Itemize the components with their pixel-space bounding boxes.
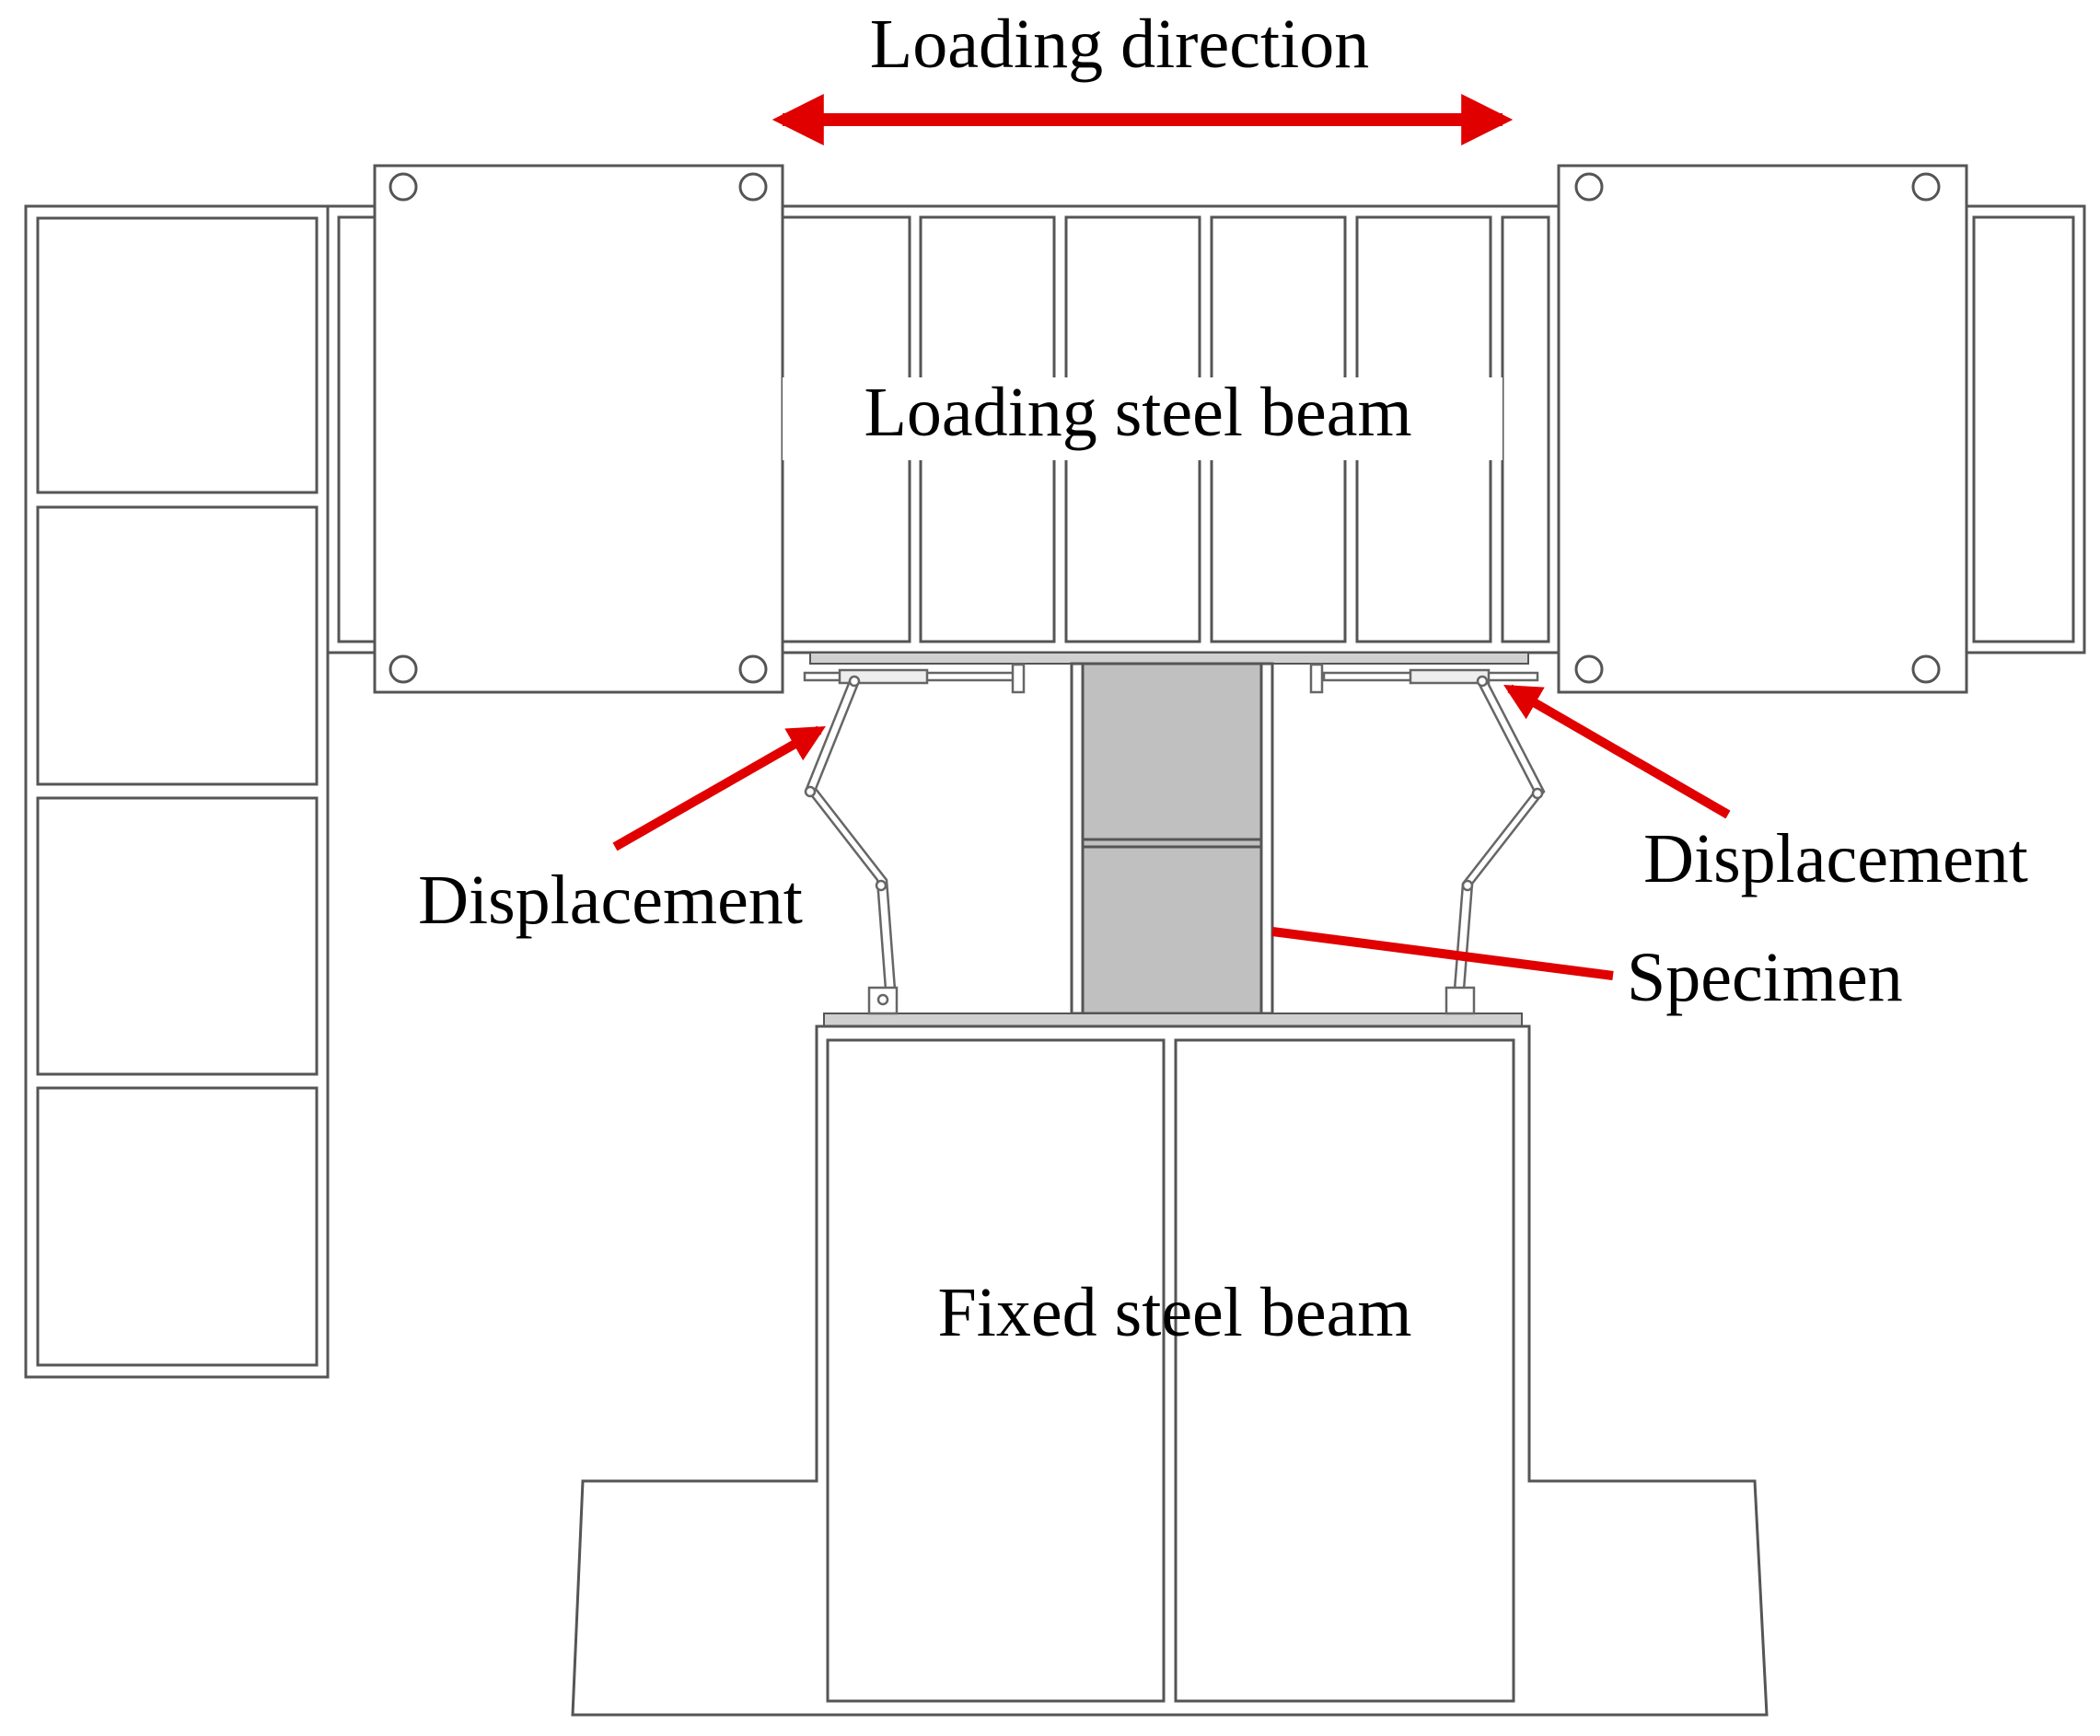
specimen-column [1070, 662, 1274, 1015]
top-loading-plate [809, 652, 1529, 665]
left-end-plate [373, 164, 784, 694]
loading-beam-label: Loading steel beam [864, 374, 1411, 451]
displacement-right-arrow [1503, 684, 1731, 819]
fixed-steel-beam [571, 1024, 1769, 1717]
right-end-plate [1557, 164, 1968, 694]
specimen-label: Specimen [1627, 939, 1903, 1016]
fixed-beam-label: Fixed steel beam [938, 1274, 1412, 1351]
left-frame [24, 204, 330, 1379]
bottom-base-plate [823, 1013, 1523, 1027]
displacement-right-label: Displacement [1643, 820, 2028, 897]
displacement-transducer-left [803, 663, 1026, 1015]
displacement-left-label: Displacement [418, 862, 803, 939]
displacement-transducer-right [1309, 663, 1546, 1015]
loading-beam-label-background [783, 377, 1502, 460]
loading-direction-label: Loading direction [870, 6, 1369, 83]
displacement-left-arrow [612, 725, 826, 851]
specimen-pointer-line [1271, 927, 1614, 980]
